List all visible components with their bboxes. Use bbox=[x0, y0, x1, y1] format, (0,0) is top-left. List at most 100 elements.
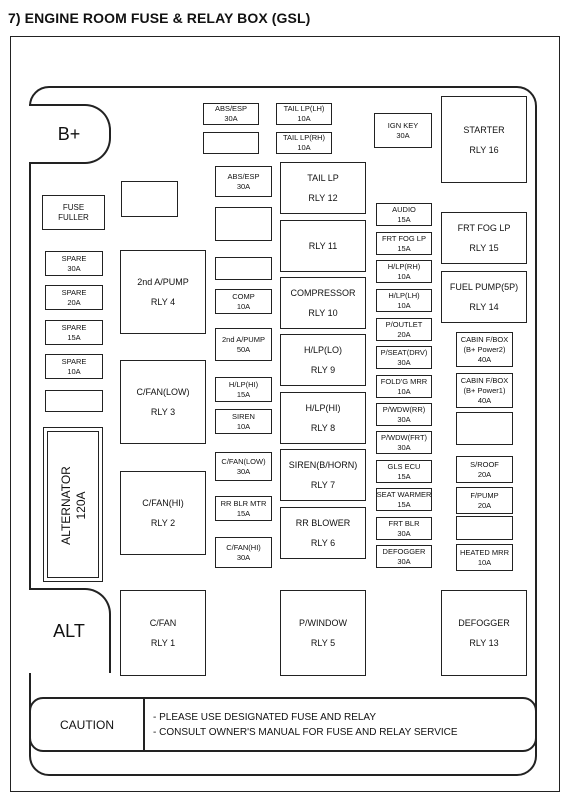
caution-line-2: - CONSULT OWNER'S MANUAL FOR FUSE AND RE… bbox=[153, 727, 458, 738]
caution-label: CAUTION bbox=[31, 699, 145, 750]
cell-label: 15A bbox=[236, 389, 251, 399]
cell-label: 15A bbox=[397, 471, 411, 481]
cell-label: P/WDW(FRT) bbox=[380, 432, 428, 442]
cell-label: 10A bbox=[236, 301, 251, 311]
cell-label: FRT BLR bbox=[388, 518, 420, 528]
cell-label: DEFOGGER bbox=[382, 546, 426, 556]
cell-label: SEAT WARMER bbox=[376, 489, 432, 499]
cell-label: P/SEAT(DRV) bbox=[380, 347, 428, 357]
cell-label: P/WDW(RR) bbox=[382, 404, 426, 414]
cell-label: (B+ Power2) bbox=[463, 344, 506, 354]
alternator-fuse: ALTERNATOR 120A bbox=[43, 427, 103, 582]
cell-label: 20A bbox=[397, 329, 411, 339]
alternator-rating: 120A bbox=[74, 491, 88, 520]
cell-label: 30A bbox=[396, 130, 410, 140]
cell-label: RLY 15 bbox=[469, 243, 499, 253]
cell-label: SIREN(B/HORN) bbox=[288, 460, 358, 470]
relay-h-lp-hi: H/LP(HI)RLY 8 bbox=[280, 392, 366, 444]
b-plus-label: B+ bbox=[57, 123, 81, 144]
fuse-h-lp-hi: H/LP(HI)15A bbox=[215, 377, 272, 402]
fuse-box-outline bbox=[10, 36, 560, 792]
cell-label: ABS/ESP bbox=[227, 171, 260, 181]
cell-label: 10A bbox=[397, 300, 411, 310]
fuse-tail-lp-rh: TAIL LP(RH)10A bbox=[276, 132, 332, 154]
fuse-p-seat-drv: P/SEAT(DRV)30A bbox=[376, 346, 432, 369]
cell-label: H/LP(LO) bbox=[303, 345, 342, 355]
relay-fuel-pump: FUEL PUMP(5P)RLY 14 bbox=[441, 271, 527, 323]
caution-panel: CAUTION - PLEASE USE DESIGNATED FUSE AND… bbox=[29, 697, 537, 752]
cell-label: 15A bbox=[397, 214, 411, 224]
cell-label: (B+ Power1) bbox=[463, 385, 506, 395]
fuse-cabin-b-power2: CABIN F/BOX(B+ Power2)40A bbox=[456, 332, 513, 367]
fuse-p-wdw-rr: P/WDW(RR)30A bbox=[376, 403, 432, 426]
relay-h-lp-lo: H/LP(LO)RLY 9 bbox=[280, 334, 366, 386]
fuse-box-frame: B+ ALT bbox=[29, 86, 537, 776]
cell-label: ABS/ESP bbox=[214, 104, 248, 113]
caution-line-1: - PLEASE USE DESIGNATED FUSE AND RELAY bbox=[153, 712, 377, 723]
fuse-empty-left bbox=[45, 390, 103, 412]
cell-label: 30A bbox=[397, 357, 411, 367]
cell-label: C/FAN(HI) bbox=[142, 498, 184, 508]
fuse-empty-center-2 bbox=[215, 257, 272, 280]
fuse-empty-right bbox=[456, 412, 513, 445]
fuse-empty-upper-left bbox=[121, 181, 178, 217]
cell-label: RLY 1 bbox=[150, 638, 176, 648]
cell-label: IGN KEY bbox=[387, 120, 419, 130]
cell-label: RLY 11 bbox=[308, 241, 338, 251]
cell-label: RLY 2 bbox=[150, 518, 176, 528]
cell-label: 15A bbox=[67, 332, 81, 342]
cell-label: H/LP(RH) bbox=[387, 261, 421, 271]
cell-label: 40A bbox=[477, 395, 492, 405]
cell-label: 30A bbox=[236, 552, 251, 562]
cell-label: SPARE bbox=[61, 253, 87, 263]
cell-label: 2nd A/PUMP bbox=[222, 334, 265, 344]
cell-label: TAIL LP(LH) bbox=[283, 104, 325, 113]
cell-label: P/OUTLET bbox=[385, 319, 423, 329]
cell-label: RLY 10 bbox=[308, 308, 338, 318]
cell-label: SIREN bbox=[232, 411, 255, 421]
fuse-cabin-b-power1: CABIN F/BOX(B+ Power1)40A bbox=[456, 373, 513, 408]
cell-label: RLY 16 bbox=[469, 144, 499, 155]
b-plus-terminal: B+ bbox=[29, 104, 111, 164]
cell-label: 15A bbox=[397, 499, 411, 509]
fuse-tail-lp-lh: TAIL LP(LH)10A bbox=[276, 103, 332, 125]
cell-label: DEFOGGER bbox=[458, 618, 510, 628]
cell-label: C/FAN(HI) bbox=[226, 542, 261, 552]
cell-label: 20A bbox=[477, 469, 492, 479]
cell-label: 30A bbox=[224, 114, 238, 123]
cell-label: 10A bbox=[67, 366, 81, 376]
cell-label: RLY 3 bbox=[150, 407, 176, 417]
cell-label: H/LP(HI) bbox=[305, 403, 341, 413]
relay-defogger: DEFOGGER RLY 13 bbox=[441, 590, 527, 676]
cell-label: FRT FOG LP bbox=[457, 223, 511, 233]
relay-frt-fog-lp: FRT FOG LP RLY 15 bbox=[441, 212, 527, 264]
cell-label: RLY 13 bbox=[469, 638, 499, 648]
cell-label: SPARE bbox=[61, 356, 87, 366]
fuse-p-wdw-frt: P/WDW(FRT)30A bbox=[376, 431, 432, 454]
cell-label: 15A bbox=[236, 508, 251, 518]
caution-text: - PLEASE USE DESIGNATED FUSE AND RELAY -… bbox=[153, 710, 458, 740]
fuse-empty-top bbox=[203, 132, 259, 154]
cell-label: TAIL LP(RH) bbox=[282, 133, 326, 142]
cell-label: FRT FOG LP bbox=[382, 233, 426, 243]
